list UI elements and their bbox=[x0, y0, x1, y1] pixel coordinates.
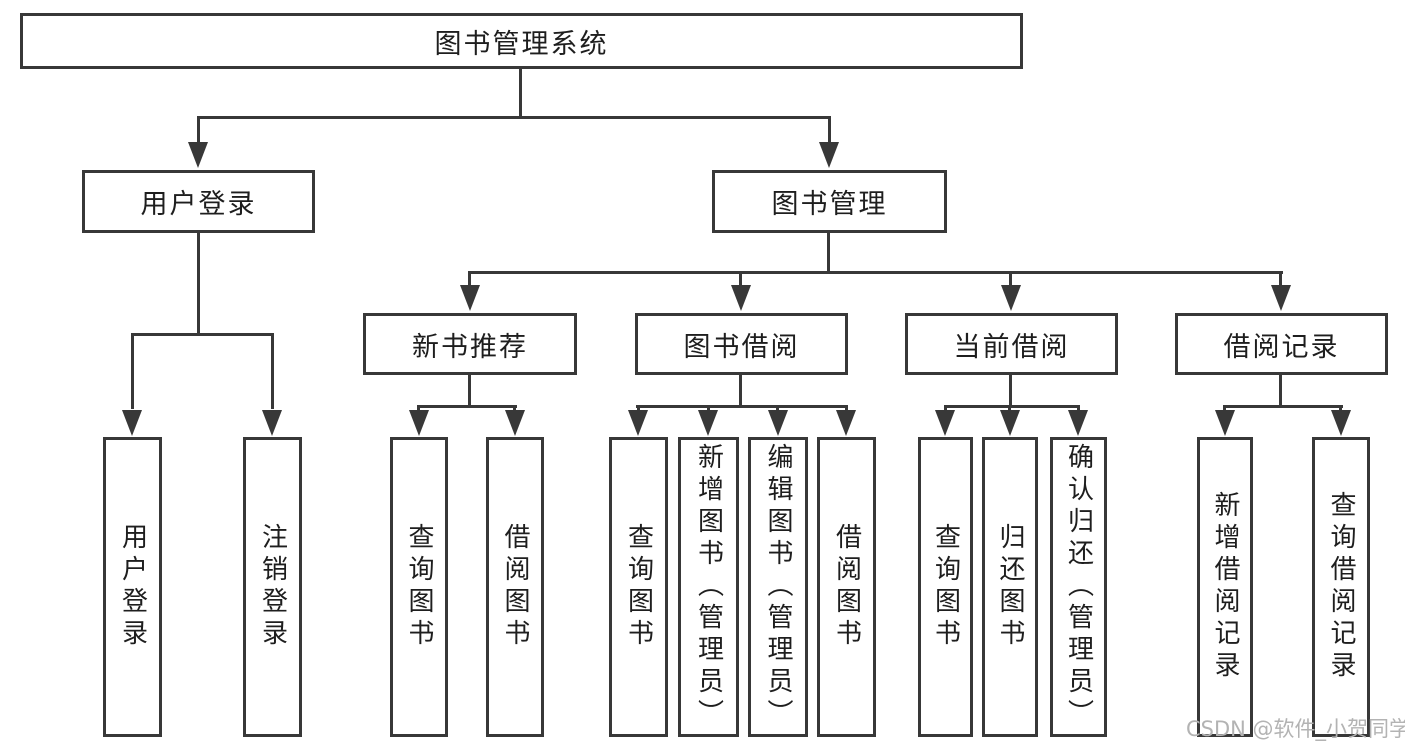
arrowhead-to-leaf-user-login-icon bbox=[122, 410, 142, 436]
leaf-query-borrow-record: 查询借阅记录 bbox=[1312, 437, 1370, 737]
connector-root-rail bbox=[197, 116, 831, 119]
arrowhead-to-borrowing-records-icon bbox=[1271, 285, 1291, 311]
leaf-logout-label: 注销登录 bbox=[257, 523, 288, 651]
connector-borrowing-records-stem bbox=[1279, 375, 1282, 408]
node-book-management: 图书管理 bbox=[712, 170, 947, 233]
node-book-management-label: 图书管理 bbox=[771, 189, 888, 220]
connector-current-borrowing-rail bbox=[944, 405, 1080, 408]
connector-new-book-recommend-rail bbox=[417, 405, 517, 408]
connector-root-drop-left bbox=[197, 116, 200, 144]
csdn-watermark: CSDN @软件_小贺同学 bbox=[1186, 717, 1405, 741]
arrowhead-to-borrow-books-1-icon bbox=[505, 410, 525, 436]
arrowhead-to-book-borrowing-icon bbox=[731, 285, 751, 311]
arrowhead-to-user-login-icon bbox=[188, 142, 208, 168]
leaf-confirm-return-admin: 确认归还（管理员） bbox=[1050, 437, 1107, 737]
connector-drop-query-books-1 bbox=[417, 405, 420, 413]
connector-drop-borrow-books-1 bbox=[513, 405, 516, 413]
arrowhead-to-return-books-icon bbox=[1000, 410, 1020, 436]
leaf-query-books-3: 查询图书 bbox=[918, 437, 973, 737]
arrowhead-to-query-books-3-icon bbox=[935, 410, 955, 436]
leaf-borrow-books-1-label: 借阅图书 bbox=[500, 523, 530, 651]
connector-user-login-drop-right bbox=[271, 333, 274, 409]
connector-book-borrowing-stem bbox=[739, 375, 742, 408]
node-borrowing-records: 借阅记录 bbox=[1175, 313, 1388, 375]
leaf-logout: 注销登录 bbox=[243, 437, 302, 737]
leaf-borrow-books-2: 借阅图书 bbox=[817, 437, 876, 737]
node-book-borrowing: 图书借阅 bbox=[635, 313, 848, 375]
leaf-query-books-2-label: 查询图书 bbox=[623, 523, 654, 651]
connector-drop-borrowing-records bbox=[1279, 271, 1282, 287]
arrowhead-to-query-books-2-icon bbox=[628, 410, 648, 436]
connector-current-borrowing-stem bbox=[1009, 375, 1012, 408]
leaf-edit-book-admin-label: 编辑图书（管理员） bbox=[763, 443, 793, 731]
arrowhead-to-borrow-books-2-icon bbox=[836, 410, 856, 436]
connector-drop-book-borrowing bbox=[739, 271, 742, 287]
leaf-confirm-return-admin-label: 确认归还（管理员） bbox=[1063, 443, 1094, 731]
arrowhead-to-add-book-admin-icon bbox=[698, 410, 718, 436]
connector-drop-current-borrowing bbox=[1009, 271, 1012, 287]
leaf-add-borrow-record-label: 新增借阅记录 bbox=[1210, 491, 1240, 683]
leaf-add-borrow-record: 新增借阅记录 bbox=[1197, 437, 1253, 737]
node-current-borrowing-label: 当前借阅 bbox=[953, 331, 1070, 363]
leaf-borrow-books-2-label: 借阅图书 bbox=[831, 523, 862, 651]
connector-book-borrowing-rail bbox=[636, 405, 848, 408]
connector-root-stem bbox=[519, 69, 522, 119]
leaf-query-books-3-label: 查询图书 bbox=[930, 523, 961, 651]
connector-drop-query-borrow-record bbox=[1339, 405, 1342, 413]
node-borrowing-records-label: 借阅记录 bbox=[1223, 331, 1340, 363]
leaf-query-books-1-label: 查询图书 bbox=[404, 523, 434, 651]
arrowhead-to-current-borrowing-icon bbox=[1001, 285, 1021, 311]
connector-user-login-stem bbox=[197, 233, 200, 335]
connector-drop-add-borrow-record bbox=[1223, 405, 1226, 413]
connector-borrowing-records-rail bbox=[1223, 405, 1343, 408]
leaf-query-borrow-record-label: 查询借阅记录 bbox=[1326, 491, 1356, 683]
connector-user-login-drop-left bbox=[131, 333, 134, 409]
leaf-add-book-admin-label: 新增图书（管理员） bbox=[693, 443, 724, 731]
leaf-add-book-admin: 新增图书（管理员） bbox=[678, 437, 739, 737]
connector-drop-confirm-return-admin bbox=[1077, 405, 1080, 413]
connector-drop-edit-book-admin bbox=[776, 405, 779, 413]
node-new-book-recommend-label: 新书推荐 bbox=[412, 331, 528, 363]
leaf-query-books-2: 查询图书 bbox=[609, 437, 668, 737]
connector-drop-query-books-2 bbox=[637, 405, 640, 413]
leaf-return-books-label: 归还图书 bbox=[995, 523, 1025, 651]
connector-book-management-stem bbox=[827, 233, 830, 274]
node-user-login-label: 用户登录 bbox=[140, 189, 257, 220]
arrowhead-to-new-book-recommend-icon bbox=[460, 285, 480, 311]
leaf-query-books-1: 查询图书 bbox=[390, 437, 448, 737]
node-user-login: 用户登录 bbox=[82, 170, 315, 233]
connector-drop-new-book-recommend bbox=[468, 271, 471, 287]
arrowhead-to-add-borrow-record-icon bbox=[1215, 410, 1235, 436]
connector-new-book-recommend-stem bbox=[468, 375, 471, 408]
node-current-borrowing: 当前借阅 bbox=[905, 313, 1118, 375]
arrowhead-to-edit-book-admin-icon bbox=[768, 410, 788, 436]
leaf-user-login-label: 用户登录 bbox=[117, 523, 148, 651]
node-book-borrowing-label: 图书借阅 bbox=[683, 331, 800, 363]
arrowhead-to-confirm-return-admin-icon bbox=[1068, 410, 1088, 436]
node-root-label: 图书管理系统 bbox=[434, 28, 609, 60]
connector-drop-return-books bbox=[1008, 405, 1011, 413]
connector-drop-add-book-admin bbox=[707, 405, 710, 413]
connector-book-management-rail bbox=[468, 271, 1283, 274]
arrowhead-to-leaf-logout-icon bbox=[262, 410, 282, 436]
connector-drop-query-books-3 bbox=[944, 405, 947, 413]
node-root: 图书管理系统 bbox=[20, 13, 1023, 69]
leaf-user-login: 用户登录 bbox=[103, 437, 162, 737]
arrowhead-to-book-management-icon bbox=[819, 142, 839, 168]
node-new-book-recommend: 新书推荐 bbox=[363, 313, 577, 375]
connector-root-drop-right bbox=[828, 116, 831, 144]
connector-drop-borrow-books-2 bbox=[845, 405, 848, 413]
connector-user-login-rail bbox=[131, 333, 274, 336]
leaf-edit-book-admin: 编辑图书（管理员） bbox=[748, 437, 808, 737]
leaf-borrow-books-1: 借阅图书 bbox=[486, 437, 544, 737]
arrowhead-to-query-books-1-icon bbox=[409, 410, 429, 436]
leaf-return-books: 归还图书 bbox=[982, 437, 1038, 737]
arrowhead-to-query-borrow-record-icon bbox=[1331, 410, 1351, 436]
